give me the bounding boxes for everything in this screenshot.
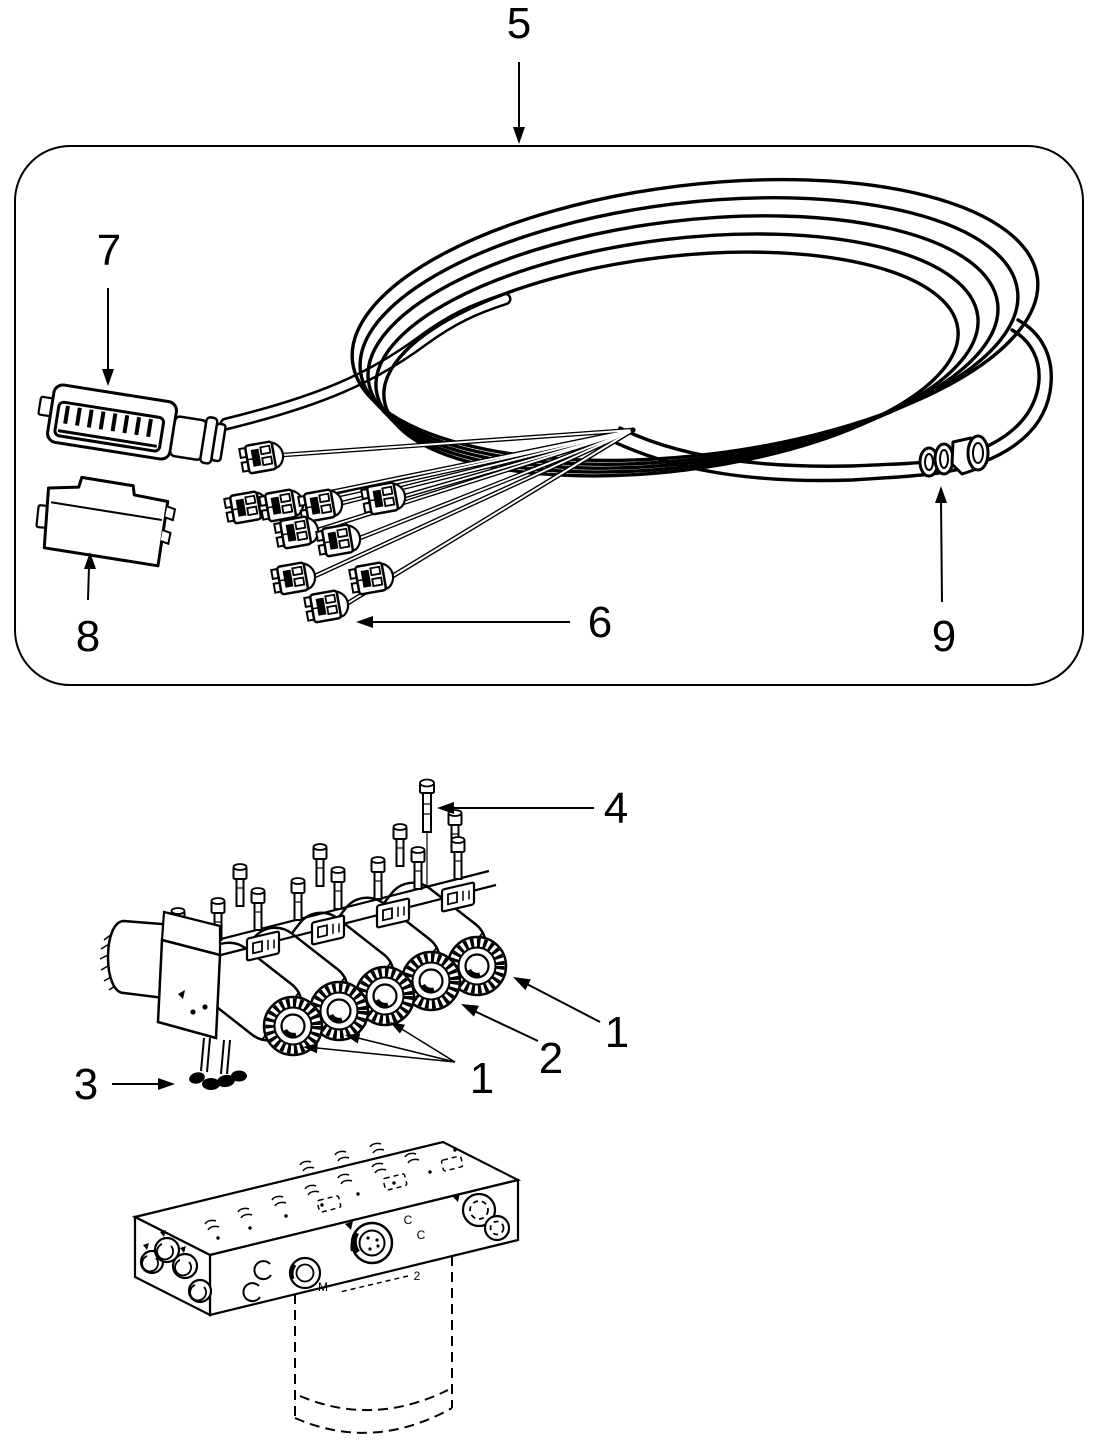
callout-coil-terminal: 6 [356, 598, 612, 647]
screw [450, 836, 466, 880]
block-top-details [204, 1142, 464, 1240]
screw-4 [419, 778, 435, 886]
arrowhead [510, 971, 531, 991]
cable-coil [350, 177, 1053, 483]
callout-line [522, 981, 601, 1023]
callout-label-4: 4 [604, 784, 628, 833]
block-hidden-edge [134, 1141, 444, 1218]
manifold-block: C C M 2 [131, 1140, 522, 1434]
screw [290, 877, 306, 921]
plug [217, 1074, 235, 1088]
block-front-details: C C M 2 [242, 1192, 511, 1303]
callout-label-9: 9 [932, 612, 956, 661]
arrowhead [513, 127, 525, 144]
valve-bank: 4 1 2 1 3 [74, 778, 629, 1109]
callout-line [399, 1027, 456, 1063]
marking-m-port: M [318, 1280, 328, 1294]
bulkhead-grommet [918, 434, 990, 478]
block-end-ports [139, 1230, 213, 1304]
marking-c-upper: C [404, 1213, 413, 1227]
screw [370, 856, 386, 900]
callout-plugs: 3 [74, 1060, 175, 1109]
screw [330, 866, 346, 910]
cable-loop [358, 196, 1020, 466]
callout-label-1-outer: 1 [605, 1008, 629, 1057]
callout-label-2: 2 [539, 1034, 563, 1083]
callout-coil-outer: 1 [510, 971, 629, 1057]
callout-label-3: 3 [74, 1060, 98, 1109]
callout-line [357, 1037, 456, 1063]
callout-line [316, 1047, 456, 1063]
callout-label-7: 7 [97, 226, 121, 275]
callout-bulkhead-grommet: 9 [932, 486, 956, 661]
harness-frame [14, 145, 1084, 686]
cable-loop [366, 214, 1000, 470]
marking-port-2: 2 [414, 1269, 421, 1283]
callout-label-6: 6 [588, 598, 612, 647]
callout-cable-assembly: 5 [507, 0, 531, 144]
arrowhead [158, 1078, 175, 1090]
screw [392, 823, 408, 867]
callout-line [87, 565, 90, 601]
callout-main-connector: 7 [97, 226, 121, 386]
plug [202, 1078, 220, 1090]
harness-figure: 5 7 8 6 9 [14, 0, 1084, 686]
callout-coil-group: 1 [302, 1017, 494, 1103]
main-connector [37, 383, 227, 465]
arrowhead [437, 802, 454, 814]
callout-label-8: 8 [76, 612, 100, 661]
callout-screw: 4 [437, 784, 628, 833]
filter-cartridge [294, 1256, 453, 1434]
plugs-group [189, 1037, 247, 1090]
marking-c-lower: C [417, 1228, 426, 1242]
cable-loop [382, 250, 960, 478]
left-end-unit [99, 910, 222, 1040]
screw [250, 887, 266, 931]
callout-coil-second: 2 [458, 998, 563, 1083]
screw [312, 843, 328, 887]
cable-loop [350, 177, 1040, 463]
arrowhead [458, 998, 479, 1017]
plug [231, 1070, 247, 1082]
callout-line [469, 1008, 539, 1042]
callout-connector-cover: 8 [76, 552, 100, 661]
plug [189, 1072, 205, 1084]
callout-line [940, 499, 943, 603]
screw [232, 863, 248, 907]
callout-label-5: 5 [507, 0, 531, 48]
terminal-block [440, 881, 476, 913]
connector-cover [35, 475, 177, 568]
callout-label-1-group: 1 [470, 1054, 494, 1103]
